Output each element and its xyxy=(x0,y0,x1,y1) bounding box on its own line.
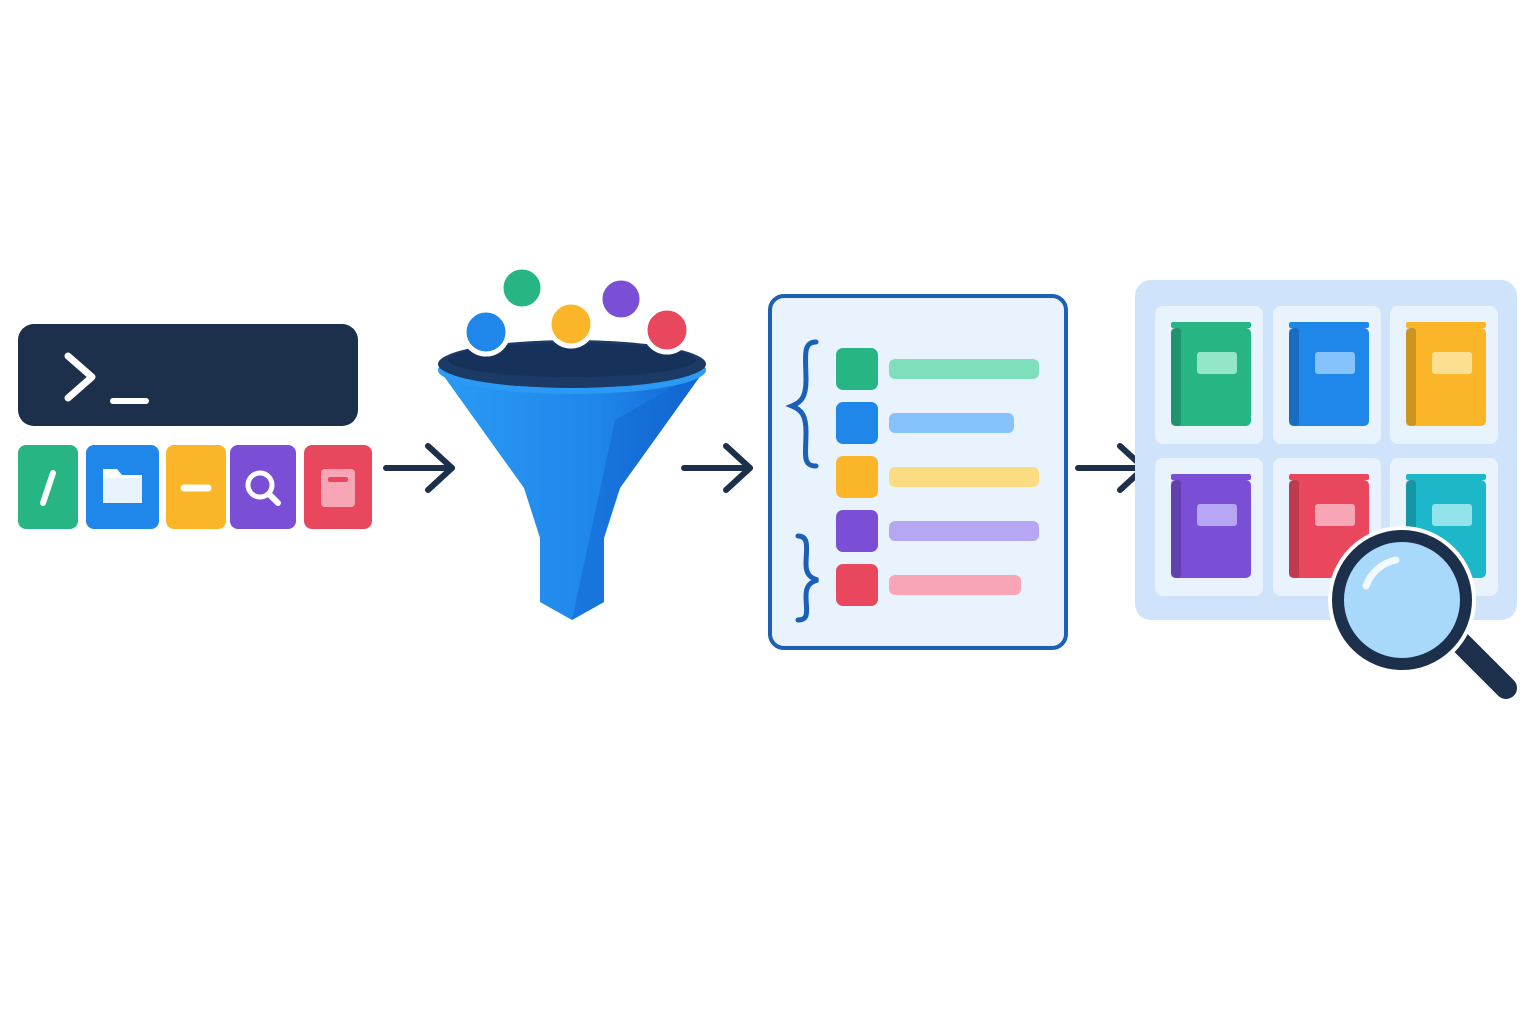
tool-tile-folder xyxy=(86,445,159,529)
list-row-swatch xyxy=(836,510,878,552)
list-row-swatch xyxy=(836,456,878,498)
magnifier-icon xyxy=(1322,520,1522,715)
list-row-bar xyxy=(889,575,1021,595)
book-cell xyxy=(1273,306,1381,444)
minus-icon xyxy=(180,484,212,492)
tool-tile-search xyxy=(230,445,296,529)
book-icon xyxy=(1406,322,1486,426)
tool-tile-minus xyxy=(166,445,226,529)
document-icon xyxy=(321,469,355,507)
arrow-right-icon xyxy=(680,440,760,500)
list-row-bar xyxy=(889,413,1014,433)
folder-icon xyxy=(103,469,142,503)
structured-list-panel xyxy=(768,294,1068,650)
funnel-icon xyxy=(438,264,706,620)
tool-tile-slash xyxy=(18,445,78,529)
book-icon xyxy=(1171,322,1251,426)
book-cell xyxy=(1390,306,1498,444)
terminal-prompt-icon xyxy=(64,352,149,404)
list-row-swatch xyxy=(836,348,878,390)
list-row-swatch xyxy=(836,402,878,444)
book-icon xyxy=(1171,474,1251,578)
curly-brace-icon xyxy=(785,339,819,623)
slash-command-icon xyxy=(40,470,56,506)
list-row-bar xyxy=(889,359,1039,379)
list-row-bar xyxy=(889,521,1039,541)
book-cell xyxy=(1155,306,1263,444)
list-row-bar xyxy=(889,467,1039,487)
terminal-window xyxy=(18,324,358,426)
search-icon xyxy=(245,470,281,506)
arrow-right-icon xyxy=(382,440,462,500)
list-row-swatch xyxy=(836,564,878,606)
book-cell xyxy=(1155,458,1263,596)
tool-tile-document xyxy=(304,445,372,529)
book-icon xyxy=(1289,322,1369,426)
library-grid xyxy=(1135,280,1517,620)
funnel-group xyxy=(430,260,720,635)
